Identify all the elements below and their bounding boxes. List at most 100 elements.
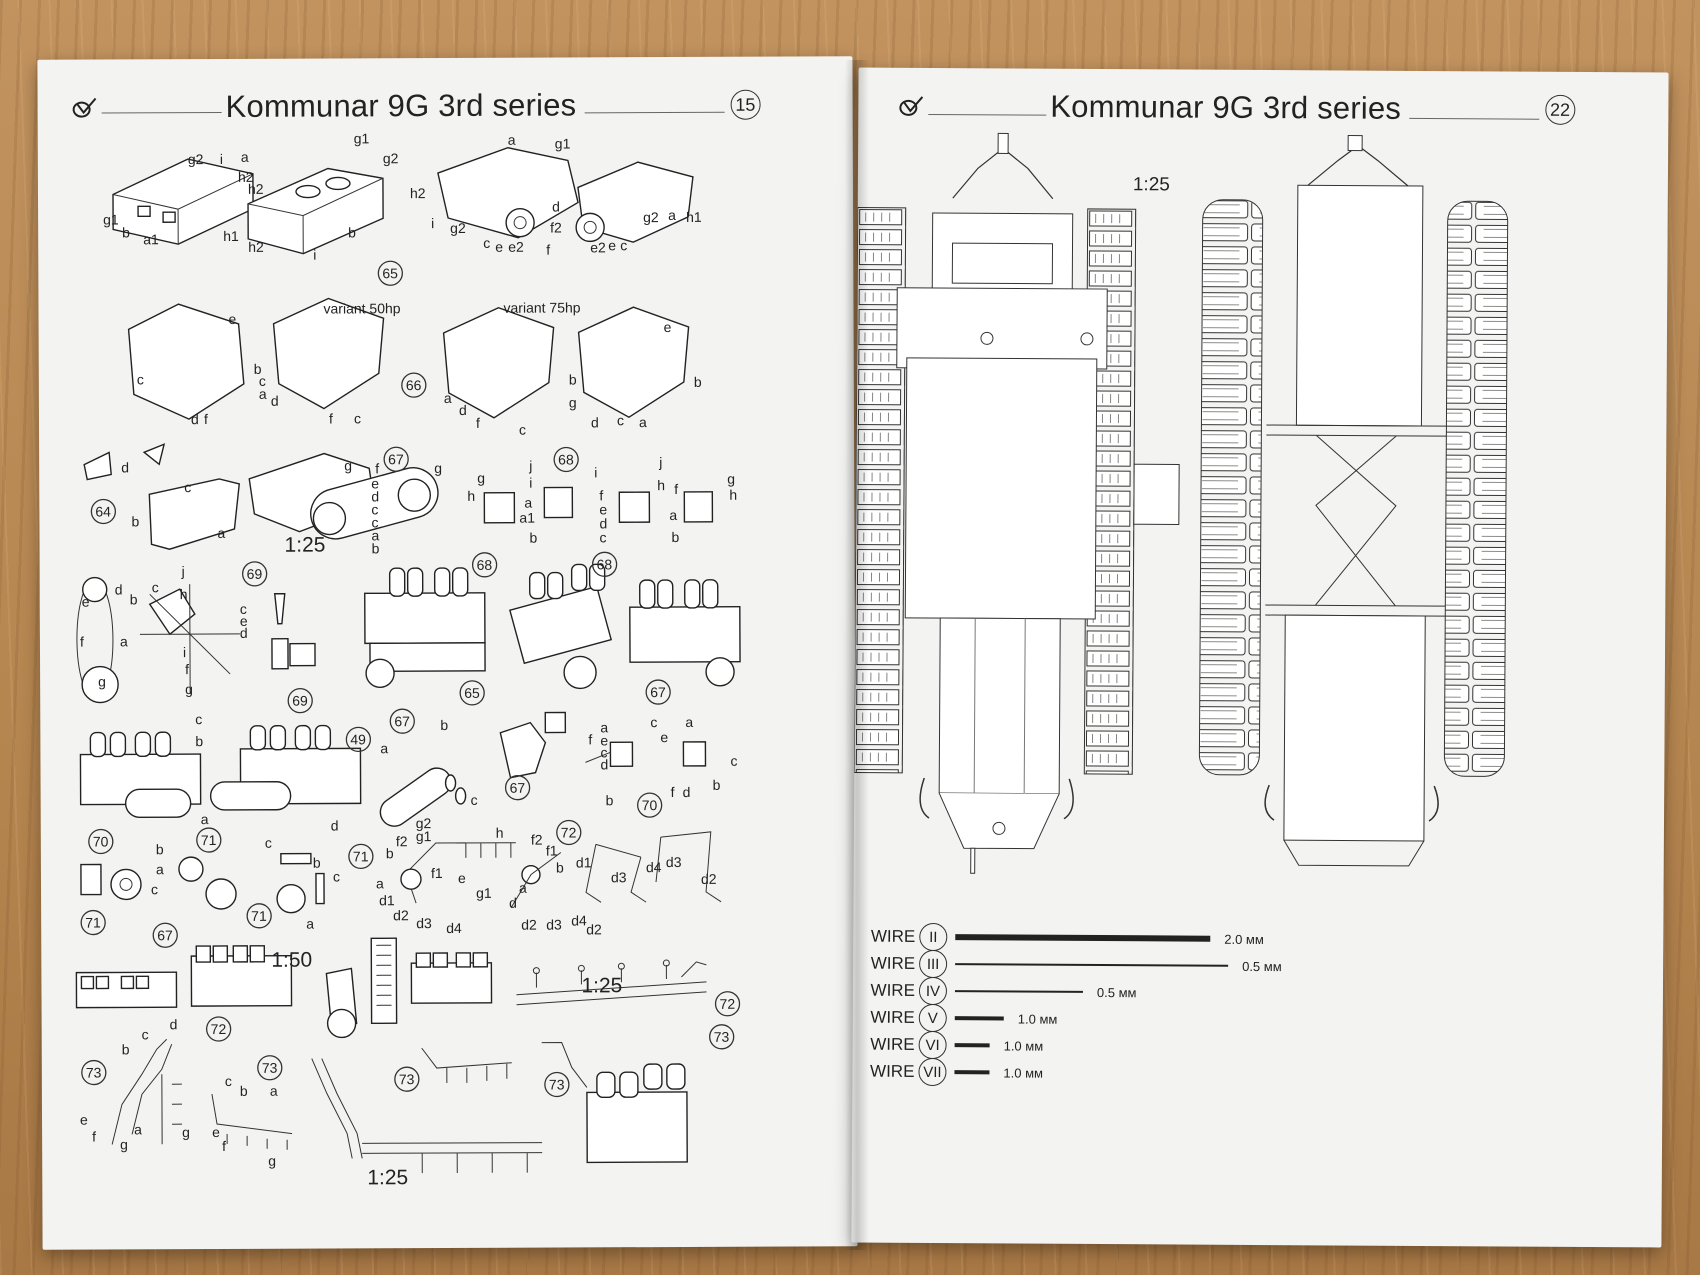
svg-text:g: g	[727, 471, 735, 487]
svg-text:g: g	[182, 1124, 190, 1140]
wire-size-label: 1.0 мм	[1017, 1011, 1058, 1027]
wire-size-label: 0.5 мм	[1242, 958, 1282, 974]
svg-text:h2: h2	[248, 239, 264, 255]
svg-text:d: d	[599, 515, 607, 531]
svg-text:g2: g2	[643, 209, 659, 225]
svg-text:a: a	[669, 507, 677, 523]
svg-text:71: 71	[251, 908, 267, 924]
wire-size-label: 1.0 мм	[1003, 1064, 1044, 1081]
tractor-bottom-view-right	[1198, 135, 1509, 867]
wire-number-badge: II	[919, 922, 948, 952]
svg-text:a: a	[380, 740, 388, 756]
svg-text:b: b	[440, 717, 448, 733]
svg-text:b: b	[254, 361, 262, 377]
svg-text:g2: g2	[450, 220, 466, 236]
svg-text:72: 72	[211, 1021, 227, 1037]
book-gutter-shadow	[845, 60, 869, 1250]
wire-length-bar	[954, 1070, 990, 1075]
svg-text:c: c	[265, 835, 272, 851]
svg-text:h2: h2	[248, 181, 264, 197]
svg-text:a: a	[508, 132, 516, 148]
tractor-top-views	[853, 132, 1509, 874]
svg-text:h1: h1	[223, 228, 239, 244]
svg-text:c: c	[259, 373, 266, 389]
svg-text:i: i	[529, 475, 532, 491]
wire-length-bar	[955, 963, 1229, 967]
svg-text:d: d	[121, 459, 129, 475]
wire-length-bar	[954, 1043, 990, 1048]
svg-text:d4: d4	[446, 920, 462, 936]
svg-text:e2: e2	[508, 239, 524, 255]
svg-text:d: d	[591, 414, 599, 430]
svg-text:73: 73	[549, 1076, 565, 1092]
svg-text:e: e	[608, 237, 616, 253]
wire-label: WIRE	[870, 1061, 915, 1081]
svg-text:c: c	[471, 792, 478, 808]
svg-text:g1: g1	[555, 135, 571, 151]
svg-text:g: g	[477, 470, 485, 486]
wire-label: WIRE	[870, 1034, 915, 1054]
svg-text:h: h	[496, 825, 504, 841]
svg-text:b: b	[122, 224, 130, 240]
svg-text:g: g	[120, 1136, 128, 1152]
svg-text:f: f	[185, 661, 189, 677]
svg-text:65: 65	[464, 685, 480, 701]
svg-text:b: b	[195, 733, 203, 749]
svg-text:f2: f2	[550, 219, 562, 235]
svg-text:g: g	[569, 394, 577, 410]
svg-text:h2: h2	[410, 185, 426, 201]
scale-label-3: 1:25	[581, 974, 623, 998]
svg-text:70: 70	[93, 833, 109, 849]
svg-text:a: a	[259, 386, 267, 402]
svg-text:73: 73	[262, 1060, 278, 1076]
svg-text:c: c	[151, 881, 158, 897]
svg-text:e: e	[664, 319, 672, 335]
svg-text:f1: f1	[431, 865, 443, 881]
svg-text:b: b	[386, 845, 394, 861]
svg-text:g1: g1	[476, 885, 492, 901]
svg-text:e: e	[80, 1112, 88, 1128]
svg-text:b: b	[131, 513, 139, 529]
svg-text:a: a	[519, 880, 527, 896]
svg-text:g: g	[268, 1153, 276, 1169]
svg-text:f: f	[671, 784, 675, 800]
svg-text:68: 68	[558, 451, 574, 467]
svg-text:b: b	[556, 859, 564, 875]
svg-text:d: d	[600, 756, 608, 772]
svg-text:f: f	[476, 415, 480, 431]
page-number: 22	[1544, 94, 1576, 125]
svg-text:g1: g1	[354, 131, 370, 146]
svg-text:e: e	[240, 613, 248, 629]
svg-text:49: 49	[350, 731, 366, 747]
svg-text:i: i	[313, 247, 316, 263]
svg-text:i: i	[431, 215, 434, 231]
svg-text:e: e	[600, 732, 608, 748]
svg-text:d: d	[170, 1016, 178, 1032]
svg-text:h: h	[657, 477, 665, 493]
svg-text:d: d	[271, 393, 279, 409]
svg-text:g: g	[344, 457, 352, 473]
svg-text:a: a	[371, 527, 379, 543]
svg-text:a1: a1	[143, 231, 159, 247]
svg-text:h1: h1	[686, 209, 702, 225]
svg-text:d2: d2	[701, 871, 717, 887]
svg-text:i: i	[220, 151, 223, 167]
svg-text:a: a	[217, 525, 225, 541]
svg-text:c: c	[483, 235, 490, 251]
svg-text:68: 68	[477, 557, 493, 573]
svg-text:67: 67	[157, 927, 173, 943]
svg-text:67: 67	[510, 780, 526, 796]
svg-text:b: b	[606, 792, 614, 808]
svg-text:d: d	[683, 784, 691, 800]
svg-text:d: d	[459, 402, 467, 418]
publisher-logo-icon	[72, 97, 97, 118]
svg-text:73: 73	[714, 1029, 730, 1045]
svg-text:d: d	[552, 199, 560, 215]
svg-text:variant 75hp: variant 75hp	[503, 299, 580, 315]
svg-text:b: b	[671, 529, 679, 545]
wire-label: WIRE	[870, 1007, 915, 1027]
svg-text:d2: d2	[521, 917, 537, 933]
